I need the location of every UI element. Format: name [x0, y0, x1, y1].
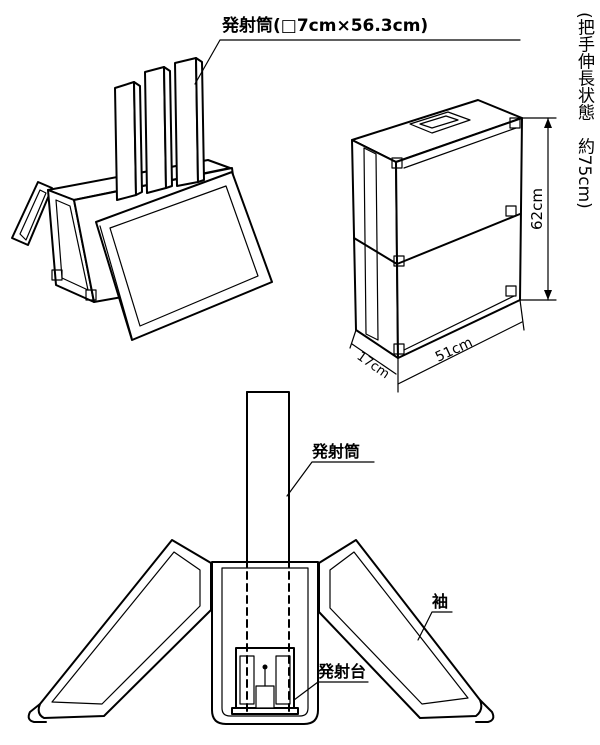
open-case-with-tubes	[11, 57, 273, 341]
launch-base-label: 発射台	[317, 662, 366, 681]
sleeve-leader	[417, 611, 453, 641]
depth-dimension	[349, 329, 397, 375]
extended-handle-note: (把手伸長状態 約75cm)	[574, 12, 595, 209]
height-label: 62cm	[528, 188, 546, 230]
sleeve-label: 袖	[432, 592, 448, 611]
tube-bottom-leader	[286, 461, 375, 497]
tube-bottom-label: 発射筒	[311, 442, 360, 461]
launch-base-leader	[293, 681, 369, 701]
tube-top-label: 発射筒(□7cm×56.3cm)	[221, 15, 428, 36]
cross-section	[27, 391, 495, 725]
closed-case	[351, 99, 523, 359]
height-dimension	[519, 117, 557, 301]
tube-top-leader	[194, 39, 521, 85]
width-dimension	[397, 299, 525, 393]
depth-label: 17cm	[354, 349, 392, 382]
